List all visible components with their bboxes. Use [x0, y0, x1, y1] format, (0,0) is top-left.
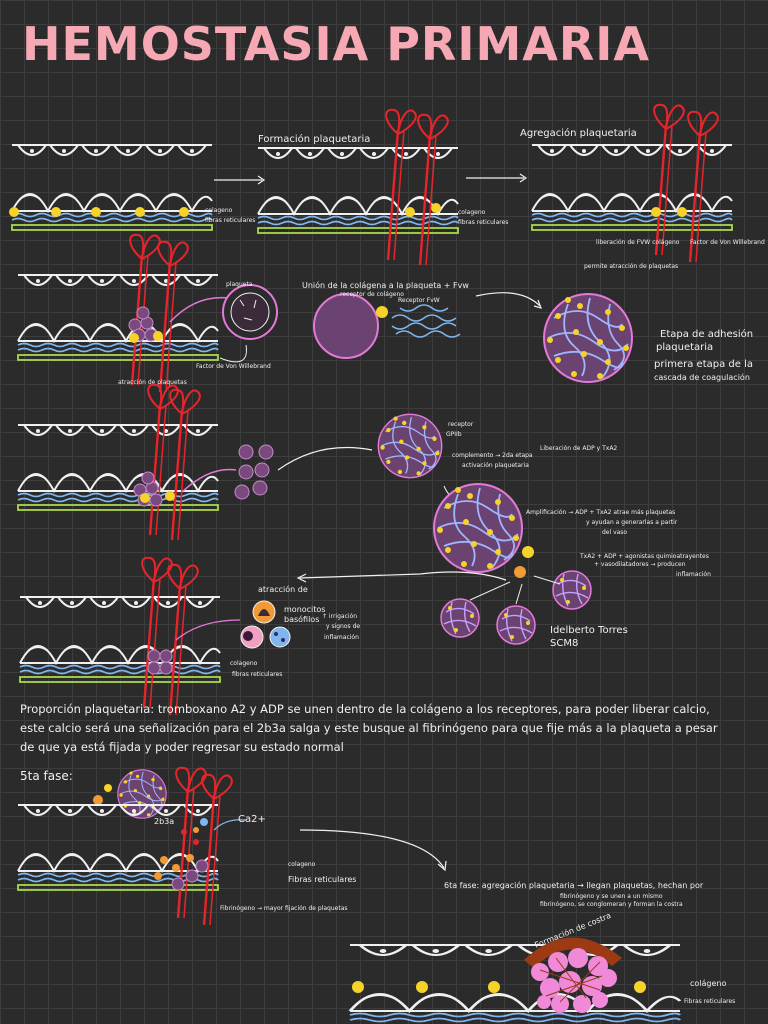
svg-text:colageno: colageno	[288, 861, 316, 868]
svg-text:del vaso: del vaso	[602, 529, 627, 536]
svg-text:Etapa de adhesión: Etapa de adhesión	[660, 328, 753, 340]
vessel-platelet-attraction	[17, 233, 219, 394]
label-calcio: Ca2+	[238, 814, 266, 825]
svg-text:plaqueta: plaqueta	[226, 281, 253, 288]
svg-text:fibrinógeno, se conglomeran y: fibrinógeno, se conglomeran y forman la …	[540, 901, 683, 908]
svg-text:y signos de: y signos de	[326, 623, 360, 630]
svg-text:GPIIb: GPIIb	[446, 431, 462, 438]
svg-text:2b3a: 2b3a	[154, 817, 174, 826]
svg-text:receptor: receptor	[448, 421, 474, 428]
txa2-dot	[514, 566, 526, 578]
vessel-intact	[9, 144, 213, 231]
svg-text:inflamación: inflamación	[676, 571, 711, 578]
platelet-aggregate-2	[377, 413, 443, 479]
svg-text:y ayudan a generarlas a partir: y ayudan a generarlas a partir	[586, 519, 678, 526]
page-title: HEMOSTASIA PRIMARIA	[22, 17, 650, 71]
svg-text:basófilos: basófilos	[284, 614, 319, 624]
svg-text:Factor de Von Willebrand: Factor de Von Willebrand	[690, 239, 765, 246]
platelet-ball-1	[552, 570, 592, 610]
svg-text:Fibrinógeno → mayor fijación d: Fibrinógeno → mayor fijación de plaqueta…	[220, 905, 348, 912]
svg-text:Factor de Von Willebrand: Factor de Von Willebrand	[196, 363, 271, 370]
svg-text:Liberación de ADP y TxA2: Liberación de ADP y TxA2	[540, 445, 617, 452]
svg-text:6ta fase: agregación plaquetar: 6ta fase: agregación plaquetaria → llega…	[444, 880, 704, 890]
platelet-aggregate-3	[433, 483, 523, 573]
svg-text:plaquetaria: plaquetaria	[656, 342, 713, 353]
svg-text:TxA2 + ADP + agonistas quimioa: TxA2 + ADP + agonistas quimioatrayentes	[579, 553, 709, 560]
svg-text:fibrinógeno y se unen a un mis: fibrinógeno y se unen a un mismo	[560, 893, 663, 900]
svg-text:permite atracción de plaquetas: permite atracción de plaquetas	[584, 263, 678, 270]
svg-text:colageno: colageno	[458, 209, 486, 216]
adp-dot	[522, 546, 534, 558]
platelet-ball-2	[440, 598, 480, 638]
svg-text:Fibras reticulares: Fibras reticulares	[288, 875, 356, 884]
svg-text:colágeno: colágeno	[690, 979, 726, 988]
svg-text:cascada de coagulación: cascada de coagulación	[654, 372, 750, 382]
svg-text:receptor de colágeno: receptor de colágeno	[340, 291, 404, 298]
platelet-collagen-binding	[313, 293, 461, 359]
platelet-ball-3	[496, 605, 536, 645]
vessel-fase-5	[17, 766, 233, 927]
svg-text:atracción de: atracción de	[258, 584, 308, 594]
svg-text:Receptor FvW: Receptor FvW	[398, 297, 440, 304]
svg-text:↑ irrigación: ↑ irrigación	[322, 613, 357, 620]
vessel-break-formation	[257, 108, 459, 267]
author-group: SCM8	[550, 638, 578, 649]
svg-text:+ vasodilatadores → producen: + vasodilatadores → producen	[594, 561, 686, 568]
svg-text:colageno: colageno	[230, 660, 258, 667]
label-colageno: colageno	[205, 207, 233, 214]
vessel-break-aggregation	[531, 103, 733, 264]
released-platelets	[234, 444, 274, 500]
monocytes-basophils	[240, 600, 291, 649]
platelet-detail	[222, 284, 278, 340]
author-name: Idelberto Torres	[550, 625, 628, 636]
vessel-inflammation	[19, 556, 221, 717]
label-quinta-fase: 5ta fase:	[20, 769, 73, 783]
svg-text:Fibras reticulares: Fibras reticulares	[684, 998, 735, 1005]
svg-text:atracción de plaquetas: atracción de plaquetas	[118, 379, 187, 386]
svg-text:activación plaquetaria: activación plaquetaria	[462, 462, 529, 469]
vessel-activation	[17, 383, 219, 542]
label-formacion: Formación plaquetaria	[258, 133, 370, 145]
svg-text:monocitos: monocitos	[284, 605, 325, 614]
vessel-fase-6	[348, 943, 682, 1024]
label-agregacion: Agregación plaquetaria	[520, 127, 637, 139]
explanation-paragraph: Proporción plaquetaria: tromboxano A2 y …	[20, 702, 718, 754]
label-union: Unión de la colágena a la plaqueta + Fvw	[302, 280, 469, 290]
svg-text:fibras reticulares: fibras reticulares	[232, 671, 282, 678]
svg-text:inflamación: inflamación	[324, 634, 359, 641]
platelet-aggregate-1	[543, 293, 633, 383]
label-fibras: fibras reticulares	[205, 217, 255, 224]
svg-text:fibras reticulares: fibras reticulares	[458, 219, 508, 226]
svg-text:Amplificación → ADP + TxA2 atr: Amplificación → ADP + TxA2 atrae más pla…	[526, 509, 675, 516]
svg-text:primera etapa de la: primera etapa de la	[654, 359, 753, 370]
scab	[524, 937, 622, 1013]
svg-text:liberación de FVW colágeno: liberación de FVW colágeno	[596, 239, 680, 246]
svg-text:complemento → 2da etapa: complemento → 2da etapa	[452, 452, 533, 459]
